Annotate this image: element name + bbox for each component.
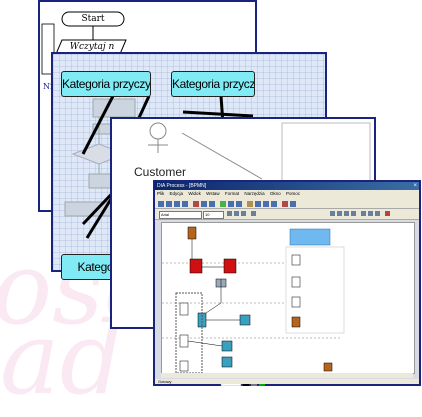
diagram-canvas[interactable]: [161, 222, 415, 374]
status-bar: Gotowy: [155, 379, 419, 384]
page-tab-strip: [161, 373, 413, 387]
menu-item-window[interactable]: Okno: [269, 191, 281, 196]
cause-category-box-1[interactable]: Kategoria przyczyn: [61, 71, 151, 97]
menu-item-file[interactable]: Plik: [157, 191, 165, 196]
input-step-label: Wczytaj n: [69, 42, 115, 52]
menu-item-help[interactable]: Pomoc: [285, 191, 300, 196]
app-title: DIA Process - [BPMN]: [157, 183, 207, 189]
format-toolbar-icons[interactable]: [155, 209, 419, 219]
menu-bar: Plik Edycja Widok Wstaw Format Narzędzia…: [155, 190, 419, 197]
menu-item-edit[interactable]: Edycja: [169, 191, 184, 196]
cause-category-box-2[interactable]: Kategoria przyczyn: [171, 71, 255, 97]
menu-item-tools[interactable]: Narzędzia: [244, 191, 265, 196]
flowchart-side-label: Nie: [43, 82, 57, 91]
bpmn-diagram: [162, 226, 345, 373]
menu-item-insert[interactable]: Wstaw: [206, 191, 220, 196]
menu-item-format[interactable]: Format: [224, 191, 240, 196]
menu-item-view[interactable]: Widok: [188, 191, 201, 196]
actor-label: Customer: [134, 165, 187, 179]
toolbar-main: [155, 197, 419, 209]
toolbar-format: Arial 10: [155, 209, 419, 220]
close-icon[interactable]: ×: [413, 183, 417, 189]
status-text: Gotowy: [158, 379, 172, 384]
font-select[interactable]: Arial: [159, 211, 202, 219]
size-select[interactable]: 10: [203, 211, 224, 219]
start-terminal-label: Start: [81, 14, 105, 24]
app-title-bar: DIA Process - [BPMN] ×: [155, 182, 419, 190]
watermark-text-bottom: ad: [0, 300, 124, 417]
app-window-slide: DIA Process - [BPMN] × Plik Edycja Widok…: [153, 180, 421, 387]
toolbar-icons[interactable]: [155, 199, 419, 210]
